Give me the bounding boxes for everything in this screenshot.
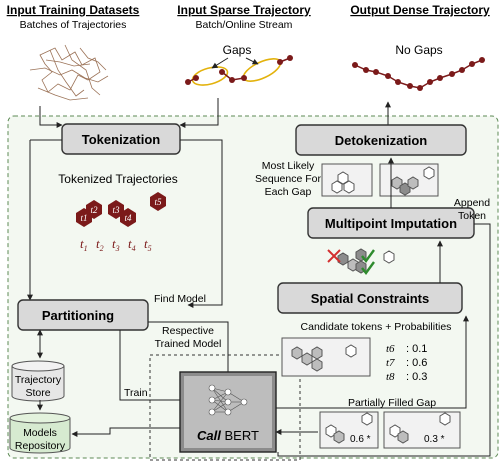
svg-text:t6: t6 <box>386 343 395 355</box>
svg-text:t4: t4 <box>128 236 136 253</box>
partitioning-box <box>17 299 149 331</box>
token-hex-t4 <box>120 208 136 227</box>
append-label: Append <box>454 197 490 209</box>
subheader-input-training: Batches of Trajectories <box>20 19 127 31</box>
header-input-training: Input Training Datasets <box>7 3 140 17</box>
svg-text:t3: t3 <box>112 236 120 253</box>
token-selection-icon <box>327 248 395 275</box>
multipoint-imputation-label: Multipoint Imputation <box>325 216 457 231</box>
detokenization-box <box>295 124 467 156</box>
svg-text:t4: t4 <box>124 213 132 223</box>
sparse-trajectory-icon <box>185 55 293 86</box>
svg-text:t5: t5 <box>144 236 152 253</box>
respective-label: Respective <box>162 325 214 337</box>
most-likely-label-2: Sequence For <box>255 173 321 185</box>
most-likely-seq-2 <box>379 163 439 197</box>
models-repository <box>9 412 71 454</box>
models-repository-label-2: Repository <box>15 440 66 452</box>
svg-text:0.3 *: 0.3 * <box>424 434 445 445</box>
gaps-label: Gaps <box>223 43 252 57</box>
train-label: Train <box>124 387 148 399</box>
candidate-tokens-box <box>281 337 371 377</box>
token-hex-t5 <box>150 192 166 211</box>
trajectory-store <box>11 360 65 402</box>
bert-region <box>149 354 301 461</box>
spatial-constraints-label: Spatial Constraints <box>311 291 429 306</box>
models-repository-label-1: Models <box>23 427 57 439</box>
training-trajectories-icon <box>29 44 109 101</box>
find-model-label: Find Model <box>154 293 206 305</box>
partial-gap-2: 0.3 * <box>383 411 461 449</box>
token-sequence: t1 t2 t3 t4 t5 <box>80 236 152 253</box>
detokenization-label: Detokenization <box>335 133 428 148</box>
svg-text:t8: t8 <box>386 371 395 383</box>
header-output-dense: Output Dense Trajectory <box>350 3 490 17</box>
header-input-sparse: Input Sparse Trajectory <box>177 3 311 17</box>
no-gaps-label: No Gaps <box>395 43 442 57</box>
svg-text:: 0.6: : 0.6 <box>406 357 427 369</box>
svg-text:t2: t2 <box>96 236 104 253</box>
neural-network-icon <box>208 384 248 416</box>
call-bert-label: Call BERT <box>197 428 259 443</box>
candidate-tokens-label: Candidate tokens + Probabilities <box>301 321 452 333</box>
tokenized-trajectories-label: Tokenized Trajectories <box>58 172 177 186</box>
tokenization-label: Tokenization <box>82 132 161 147</box>
subheader-input-sparse: Batch/Online Stream <box>196 19 293 31</box>
dense-trajectory-icon <box>352 57 485 91</box>
svg-text:t3: t3 <box>112 205 120 215</box>
svg-text:: 0.1: : 0.1 <box>406 343 427 355</box>
svg-text:t5: t5 <box>154 197 162 207</box>
system-boundary <box>7 115 499 459</box>
partially-filled-label: Partially Filled Gap <box>348 397 436 409</box>
partial-gap-1: 0.6 * <box>319 411 379 449</box>
svg-text:t7: t7 <box>386 357 395 369</box>
most-likely-label-1: Most Likely <box>262 160 315 172</box>
spatial-constraints-box <box>277 282 463 314</box>
trained-model-label: Trained Model <box>155 338 222 350</box>
tokenization-box <box>61 123 181 155</box>
svg-text:t1: t1 <box>80 213 87 223</box>
svg-text:t2: t2 <box>90 205 98 215</box>
trajectory-store-label-2: Store <box>25 387 50 399</box>
partitioning-label: Partitioning <box>42 308 114 323</box>
svg-text:0.6 *: 0.6 * <box>350 434 371 445</box>
most-likely-seq-1 <box>321 163 373 197</box>
probabilities: t6 : 0.1 t7 : 0.6 t8 : 0.3 <box>386 343 427 383</box>
most-likely-label-3: Each Gap <box>265 186 312 198</box>
svg-text:: 0.3: : 0.3 <box>406 371 427 383</box>
token-label: Token <box>458 210 486 222</box>
svg-text:t1: t1 <box>80 236 88 253</box>
trajectory-store-label-1: Trajectory <box>15 374 62 386</box>
token-hex-t2 <box>86 200 102 219</box>
token-hexagons: t1 t2 t3 t4 t5 <box>76 192 166 227</box>
